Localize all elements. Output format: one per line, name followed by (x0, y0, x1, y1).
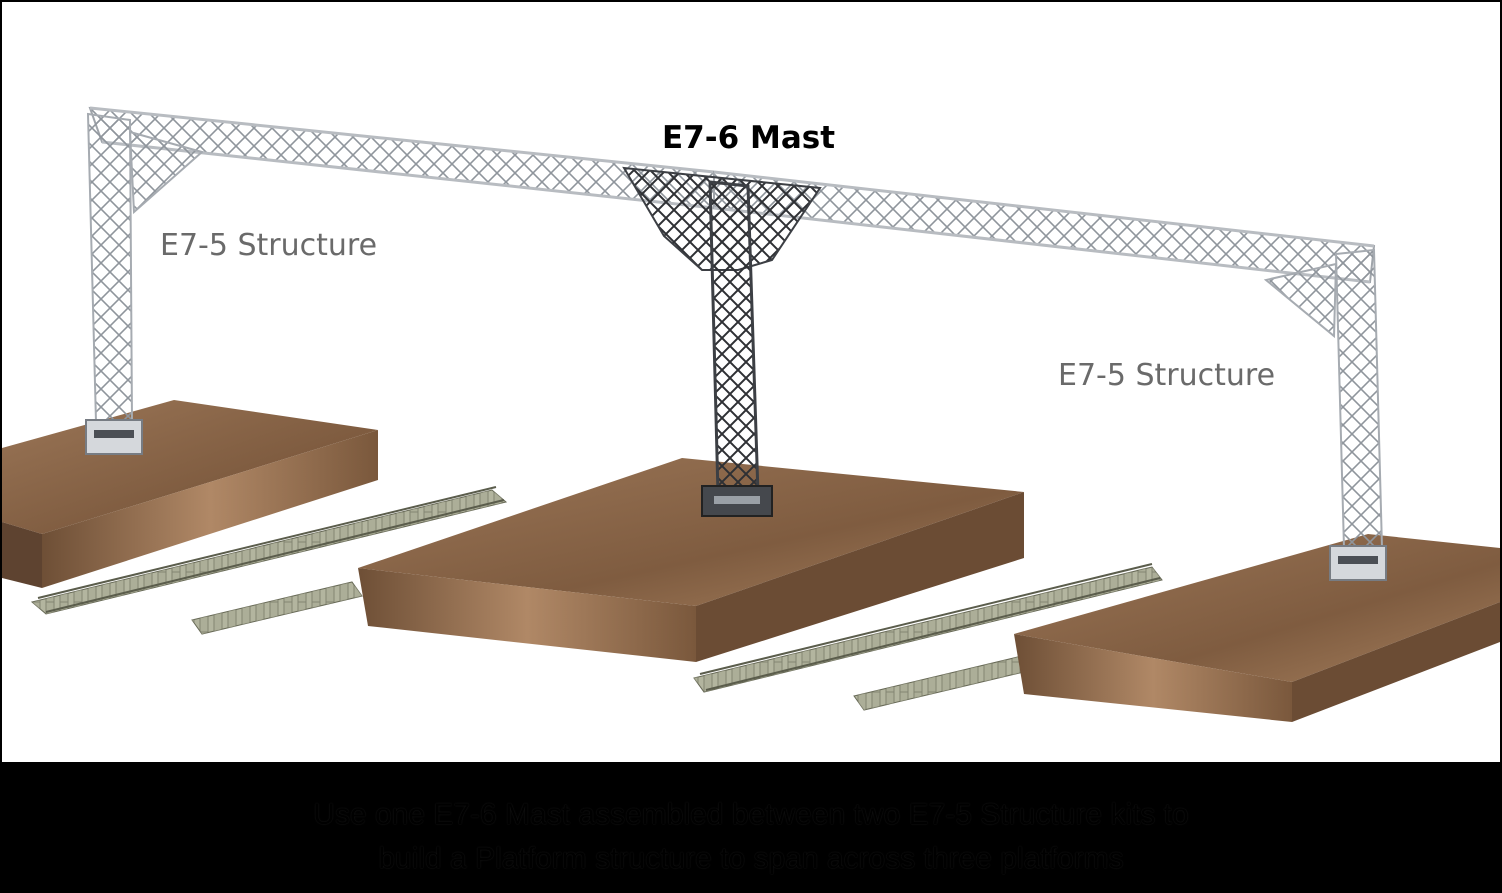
platform-right (1014, 534, 1500, 722)
e7-5-column-left (85, 112, 205, 455)
structure-right-label: E7-5 Structure (1058, 358, 1276, 393)
platform-left (2, 400, 378, 588)
caption-line-1: Use one E7-6 Mast assembled between two … (313, 798, 1189, 831)
platform-center (358, 458, 1024, 662)
render-scene: E7-6 Mast E7-5 Structure E7-5 Structure (2, 2, 1500, 762)
mast-label: E7-6 Mast (662, 120, 836, 156)
structure-illustration (2, 106, 1500, 722)
structure-left-label: E7-5 Structure (160, 228, 378, 263)
track-2 (191, 581, 363, 635)
track-1 (30, 486, 508, 615)
e7-5-column-right (1263, 248, 1387, 581)
caption-bar: Use one E7-6 Mast assembled between two … (0, 762, 1502, 893)
e7-6-mast (622, 166, 822, 517)
track-3 (693, 563, 1163, 693)
track-4 (853, 655, 1033, 711)
caption-line-2: build a Platform structure to span acros… (378, 842, 1124, 875)
